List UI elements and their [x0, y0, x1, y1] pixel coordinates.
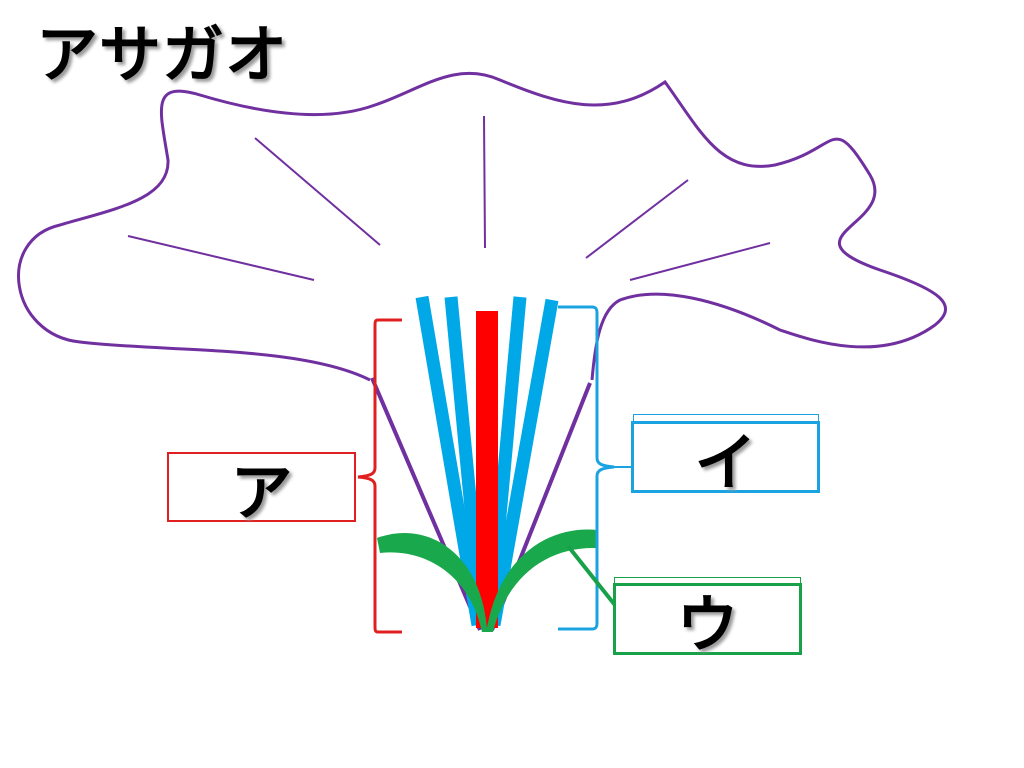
bracket-a: [357, 318, 402, 634]
label-a-text: ア: [230, 456, 293, 529]
corolla-outline: [17, 71, 947, 382]
petal-vein: [629, 242, 771, 281]
bracket-i: [558, 305, 615, 631]
petal-vein: [585, 179, 689, 259]
petal-vein: [254, 137, 381, 246]
label-u-text: ウ: [676, 588, 739, 661]
label-box-i: イ: [631, 421, 820, 499]
page-title: アサガオ: [36, 18, 289, 91]
petal-vein: [127, 235, 315, 281]
label-box-u: ウ: [613, 583, 802, 661]
petal-vein: [483, 115, 486, 249]
tube-left: [370, 377, 482, 631]
label-i-text: イ: [694, 426, 757, 499]
petal-veins: [127, 115, 771, 281]
label-box-a: ア: [167, 452, 356, 529]
sepals: [377, 529, 598, 632]
pistil: [476, 311, 498, 628]
stamen: [487, 298, 559, 627]
